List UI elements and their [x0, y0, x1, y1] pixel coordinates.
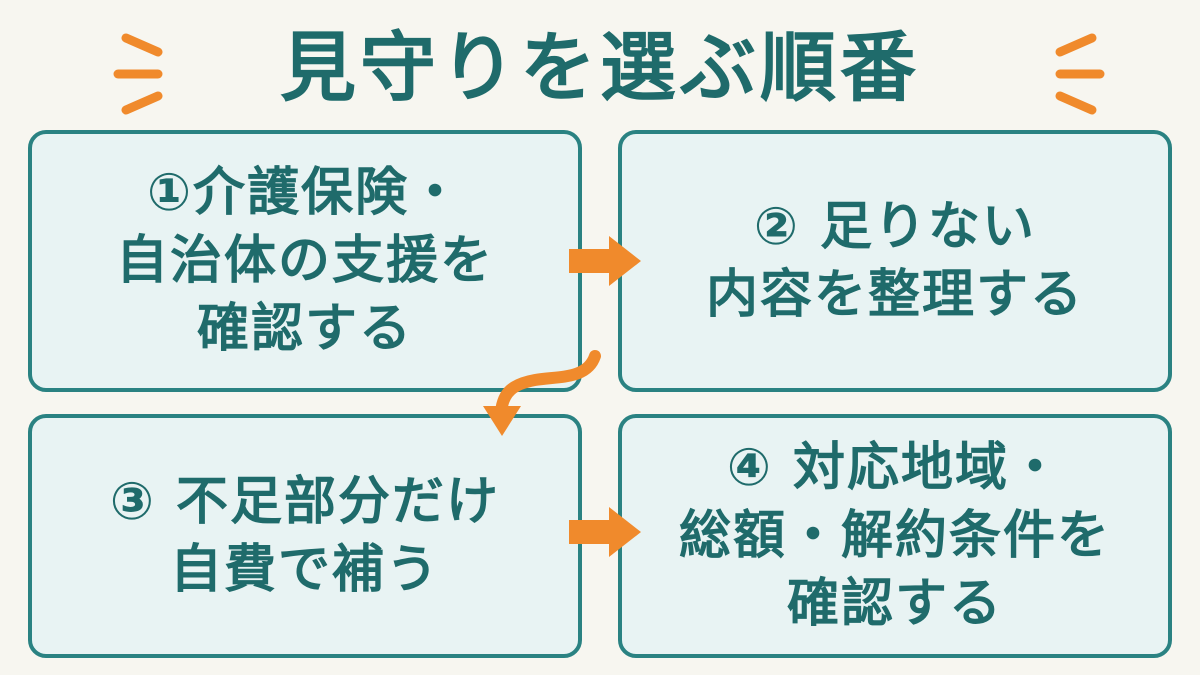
step-4-line-2: 総額・解約条件を	[678, 506, 1111, 566]
step-3-text: ③ 不足部分だけ 自費で補う	[110, 468, 500, 604]
step-2-line-1: ② 足りない	[753, 197, 1037, 257]
step-2-text: ② 足りない 内容を整理する	[706, 193, 1084, 329]
arrow-right-icon	[569, 236, 641, 286]
curved-arrow-down-left-icon	[483, 350, 601, 436]
burst-lines-right-icon	[1055, 33, 1105, 115]
step-2-box: ② 足りない 内容を整理する	[618, 130, 1172, 392]
step-1-line-3: 確認する	[196, 299, 413, 359]
arrow-right-icon	[569, 507, 641, 557]
step-3-line-1: ③ 不足部分だけ	[109, 472, 501, 532]
step-4-line-3: 確認する	[786, 574, 1003, 634]
step-3-box: ③ 不足部分だけ 自費で補う	[28, 414, 582, 658]
step-2-line-2: 内容を整理する	[705, 265, 1084, 325]
page-title: 見守りを選ぶ順番	[0, 18, 1200, 118]
step-1-text: ①介護保険・ 自治体の支援を 確認する	[116, 159, 494, 363]
step-1-line-1: ①介護保険・	[146, 163, 463, 223]
step-4-text: ④ 対応地域・ 総額・解約条件を 確認する	[679, 434, 1111, 638]
burst-lines-left-icon	[113, 33, 163, 115]
step-1-line-2: 自治体の支援を	[115, 231, 494, 291]
step-4-line-1: ④ 対応地域・	[726, 438, 1064, 498]
page-title-text: 見守りを選ぶ順番	[280, 23, 920, 112]
step-4-box: ④ 対応地域・ 総額・解約条件を 確認する	[618, 414, 1172, 658]
step-1-box: ①介護保険・ 自治体の支援を 確認する	[28, 130, 582, 392]
step-3-line-2: 自費で補う	[169, 540, 440, 600]
